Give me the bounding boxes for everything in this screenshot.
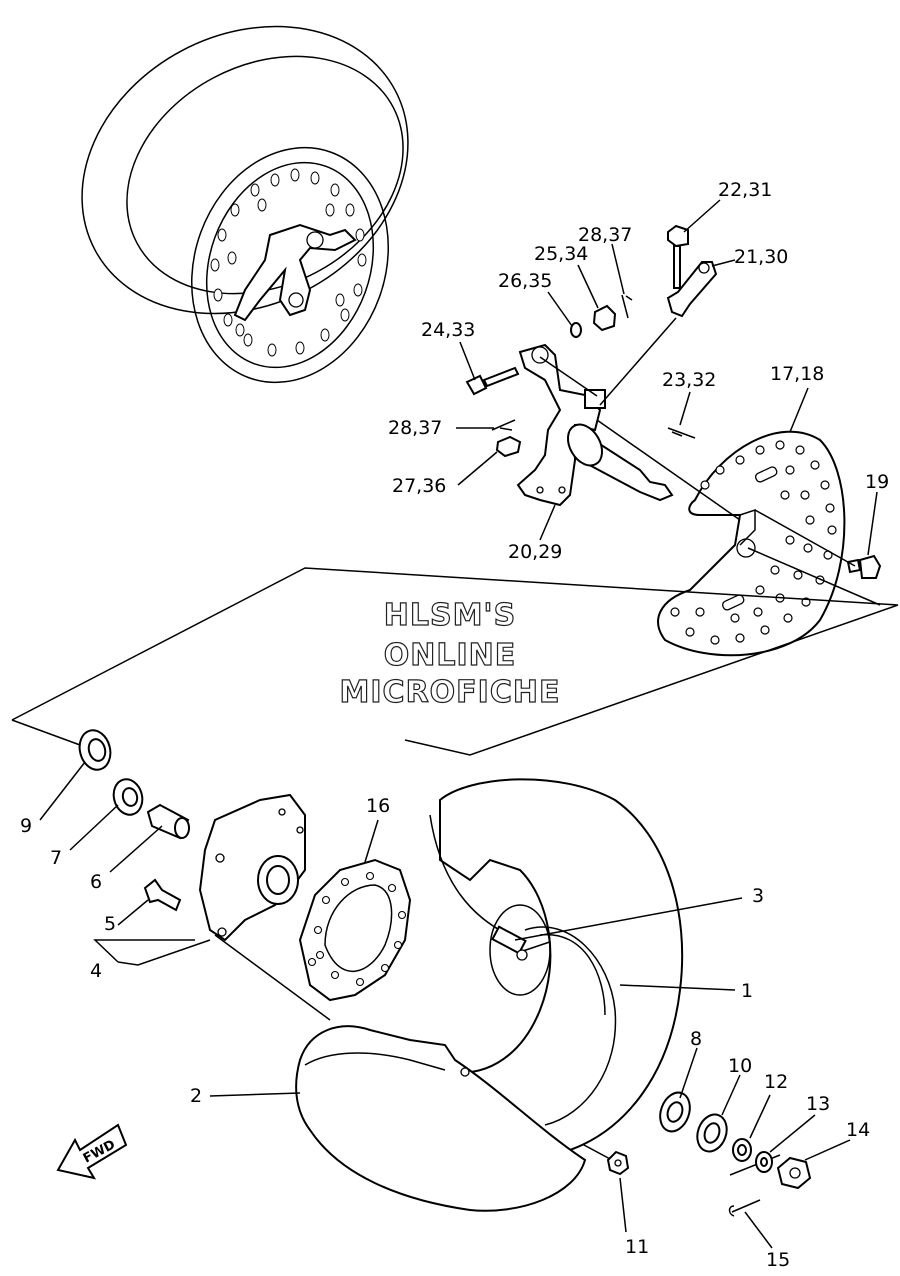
disc-hub-flange	[739, 508, 756, 546]
assembled-disc-holes	[210, 168, 367, 357]
assembled-knuckle	[233, 223, 357, 322]
watermark-line-1: HLSM'S	[384, 598, 516, 633]
callout-22-31: 22,31	[718, 179, 772, 201]
callout-23-32: 23,32	[662, 369, 716, 391]
watermark: HLSM'S ONLINE MICROFICHE	[339, 597, 561, 710]
bracket-21-30	[666, 261, 718, 318]
knuckle-mid-hole	[558, 486, 566, 494]
nut-11	[606, 1150, 630, 1176]
watermark-line-3: MICROFICHE	[340, 675, 561, 710]
cotter-pin-15	[728, 1199, 761, 1217]
callout-11: 11	[625, 1236, 649, 1258]
callout-17-18: 17,18	[770, 363, 824, 385]
bearing-7	[112, 778, 144, 816]
knuckle-upper-boss	[584, 389, 606, 409]
callout-2: 2	[190, 1085, 202, 1107]
callout-21-30: 21,30	[734, 246, 788, 268]
frame-left-edge	[11, 719, 81, 746]
wheel-half-2	[295, 1025, 587, 1212]
cotter-pin-28-37-left	[491, 419, 516, 431]
bearing-9	[78, 729, 112, 771]
assembled-disc	[205, 161, 375, 369]
nut-27-36	[495, 435, 522, 458]
callout-28-37-top: 28,37	[578, 224, 632, 246]
brake-disc-holes	[670, 440, 837, 645]
callout-25-34: 25,34	[534, 243, 588, 265]
nut-25-34	[592, 304, 617, 332]
hub-bolt-5	[143, 878, 182, 912]
axle-nut-14	[776, 1156, 812, 1190]
callout-20-29: 20,29	[508, 541, 562, 563]
callout-4: 4	[90, 960, 102, 982]
plate-16	[298, 858, 412, 1002]
callout-9: 9	[20, 815, 32, 837]
callout-5: 5	[104, 913, 116, 935]
assembled-knuckle-boss	[306, 231, 324, 249]
washer-13	[755, 1151, 773, 1173]
assembled-tire-inner	[126, 55, 404, 295]
callout-14: 14	[846, 1119, 870, 1141]
callout-6: 6	[90, 871, 102, 893]
callout-labels: 1 2 3 4 5 6 7 9 8 10 11 12 13 14 15 16 1…	[20, 179, 889, 1271]
callout-19: 19	[865, 471, 889, 493]
fwd-arrow: FWD	[56, 1123, 128, 1180]
callout-13: 13	[806, 1093, 830, 1115]
callout-24-33: 24,33	[421, 319, 475, 341]
callout-28-37-left: 28,37	[388, 417, 442, 439]
bolt-22-31	[667, 224, 689, 289]
knuckle-body	[516, 343, 602, 507]
bearing-10	[696, 1113, 728, 1153]
callout-8: 8	[690, 1028, 702, 1050]
brake-disc-slot-bottom	[722, 594, 745, 611]
callout-27-36: 27,36	[392, 475, 446, 497]
knuckle-lower-hole	[536, 486, 544, 494]
callout-3: 3	[752, 885, 764, 907]
callout-26-35: 26,35	[498, 270, 552, 292]
bolt-24-33	[465, 366, 520, 396]
valve-stem-3	[491, 925, 528, 961]
knuckle-spindle-flange	[566, 423, 604, 467]
washer-26-35	[570, 322, 582, 338]
watermark-line-2: ONLINE	[384, 638, 517, 673]
cotter-pin-23-32	[667, 427, 696, 439]
brake-disc-center-hole	[736, 538, 756, 558]
knuckle-hardware	[465, 224, 882, 579]
callout-7: 7	[50, 847, 62, 869]
callout-12: 12	[764, 1071, 788, 1093]
spacer-6	[146, 803, 190, 840]
assembled-hub-nut	[288, 292, 304, 308]
callout-1: 1	[741, 980, 753, 1002]
assembled-rim	[190, 146, 390, 384]
steering-knuckle	[516, 343, 674, 507]
callout-16: 16	[366, 795, 390, 817]
callout-10: 10	[728, 1055, 752, 1077]
callout-15: 15	[766, 1249, 790, 1271]
cotter-pin-28-37-top	[621, 294, 633, 319]
bearing-8	[659, 1091, 691, 1133]
bolt-19	[846, 554, 882, 579]
brake-disc-slot-top	[755, 466, 778, 483]
assembled-wheel	[81, 25, 409, 384]
hub	[198, 793, 306, 942]
callout-leaders	[39, 199, 878, 1249]
collar-12	[732, 1138, 752, 1162]
brake-disc	[657, 430, 846, 657]
exploded-view-frame	[11, 567, 899, 756]
bracket-21-30-hole	[698, 262, 710, 274]
